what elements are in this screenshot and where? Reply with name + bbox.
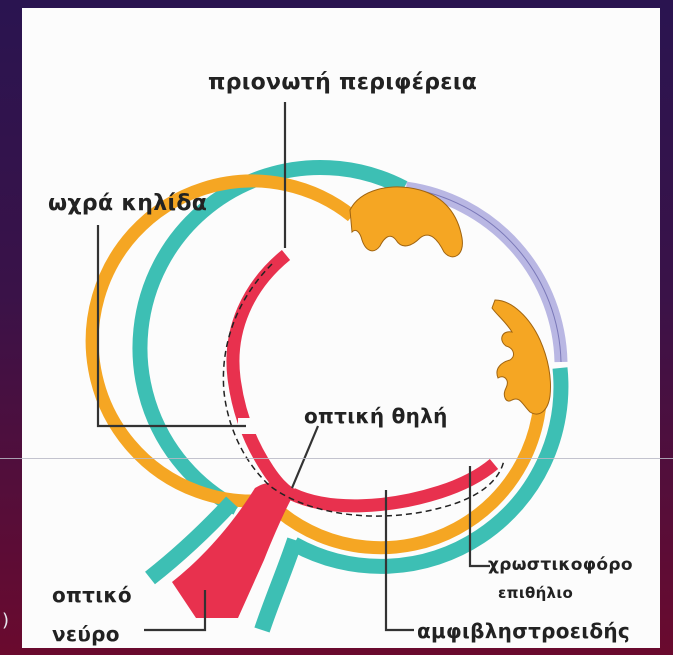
- leader-nerve: [144, 590, 207, 632]
- label-optic-nerve-line1: οπτικό: [52, 583, 132, 607]
- sclera-ring: [132, 160, 408, 515]
- leader-disc: [290, 425, 320, 489]
- ciliary-body-right: [491, 299, 551, 415]
- choroid-ring-lower: [275, 371, 548, 555]
- sclera-ring-right: [290, 367, 569, 574]
- label-rpe-line1: χρωστικοφόρο: [488, 555, 633, 575]
- divider-line: [0, 458, 673, 459]
- nerve-sheath-left: [145, 496, 238, 585]
- label-rpe-line2: επιθήλιο: [498, 584, 574, 602]
- stray-mark: ): [2, 610, 10, 631]
- label-optic-nerve-line2: νεύρο: [52, 622, 120, 646]
- macula-notch: [238, 418, 256, 434]
- leader-rpe: [468, 466, 490, 568]
- ciliary-body-top: [349, 186, 463, 258]
- label-optic-disc: οπτική θηλή: [304, 404, 448, 428]
- optic-nerve: [172, 482, 296, 618]
- label-ora-serrata: πριονωτή περιφέρεια: [208, 70, 478, 95]
- nerve-sheath-right: [254, 537, 303, 633]
- label-choroid: αμφιβληστροειδής: [417, 619, 631, 643]
- retina-left: [226, 249, 294, 500]
- leader-choroid: [384, 490, 414, 632]
- cornea-outline: [405, 187, 562, 363]
- leader-lines: [96, 102, 490, 632]
- choroid-ring: [85, 174, 357, 508]
- label-macula: ωχρά κηλίδα: [48, 191, 208, 216]
- leader-macula: [96, 225, 246, 428]
- dashed-contour: [222, 263, 505, 517]
- retina-lower: [289, 458, 499, 513]
